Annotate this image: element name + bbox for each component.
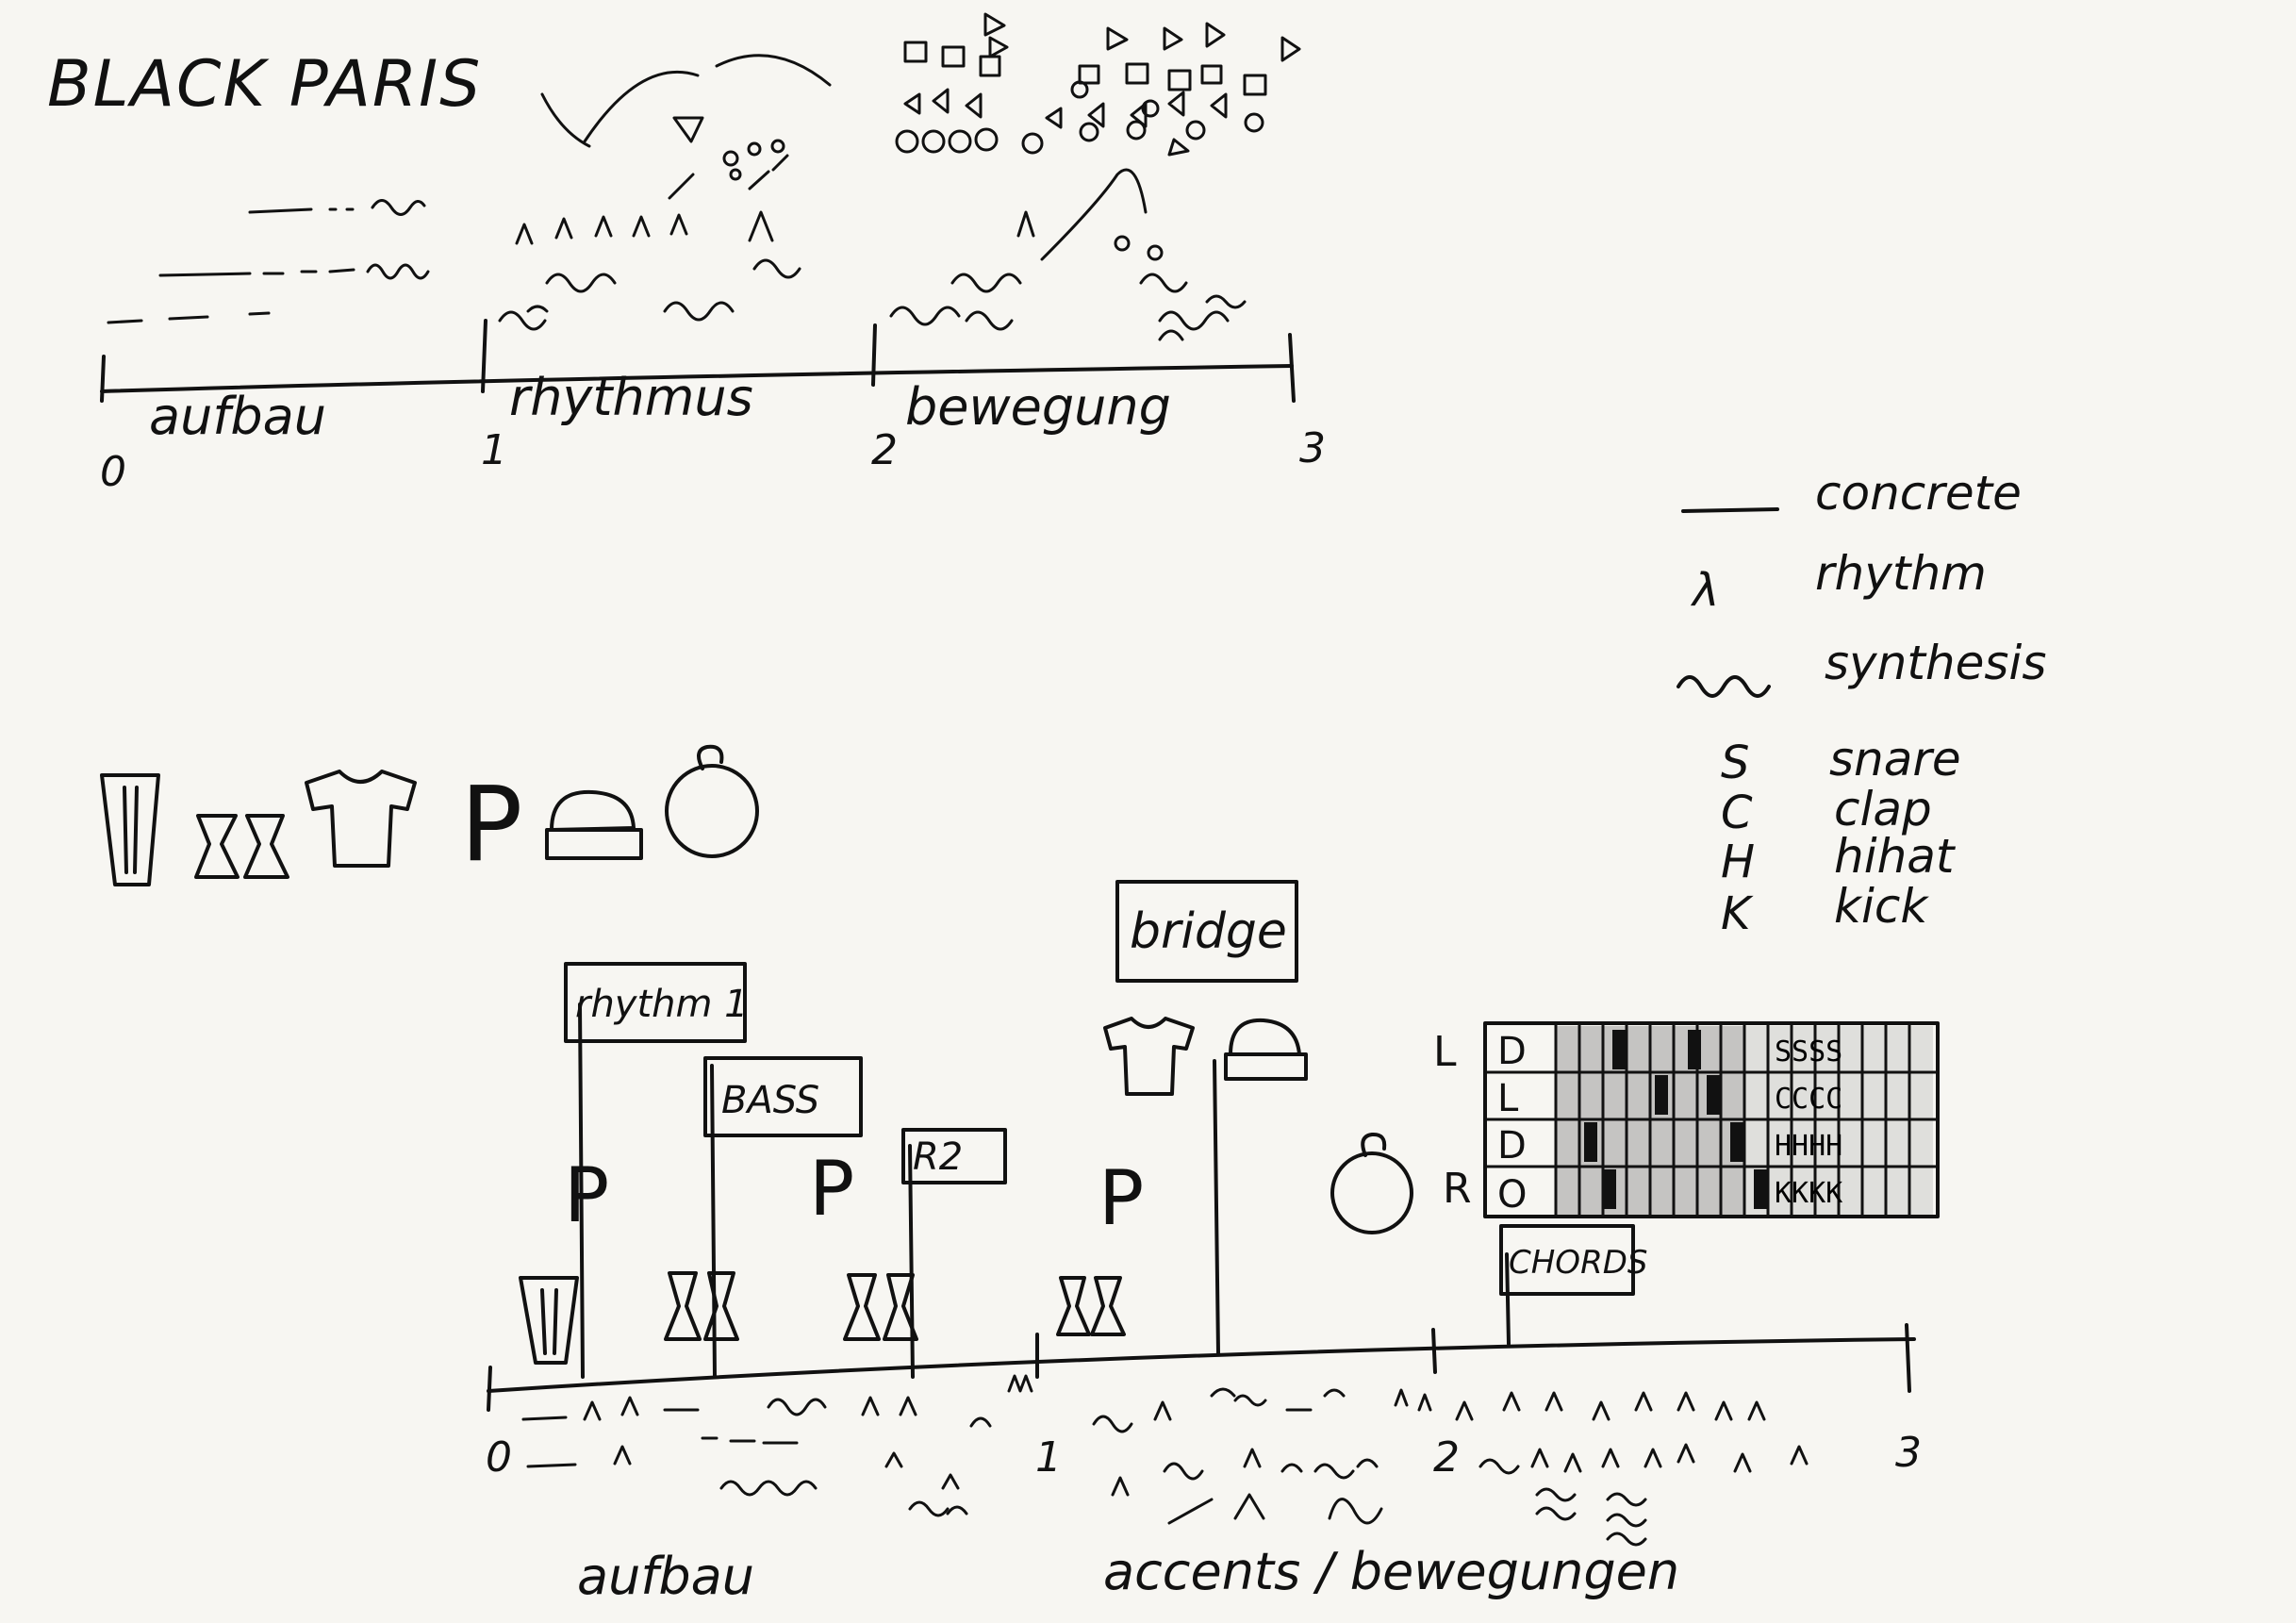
trousers-icon: [102, 775, 158, 885]
top-tick-0: [102, 356, 104, 401]
grid-row-key-2: L: [1497, 1077, 1519, 1120]
timeline-boots-icon-1: [666, 1273, 737, 1339]
flag-chords-label: CHORDS: [1509, 1244, 1647, 1282]
bottom-section-aufbau: aufbau: [577, 1547, 754, 1606]
timeline-bag-icon: [1332, 1134, 1412, 1233]
grid-left-label: L: [1433, 1028, 1457, 1076]
bag-icon: [667, 747, 757, 856]
legend-synthesis-symbol-squiggle: [1678, 677, 1769, 696]
timeline-cap-icon: [1226, 1020, 1306, 1079]
timeline-trousers-icon: [520, 1278, 577, 1363]
legend-synthesis-label: synthesis: [1825, 636, 2046, 690]
bottom-tick-label-3: 3: [1895, 1429, 1922, 1477]
grid-row-key-3: D: [1497, 1124, 1527, 1168]
page-title: BLACK PARIS: [47, 47, 482, 122]
flag-bridge-label: bridge: [1130, 903, 1287, 960]
top-timeline: 0 1 2 3 aufbau rhythmus bewegung: [100, 321, 1326, 496]
legend-hihat-label: hihat: [1834, 829, 1957, 884]
grid-row-hits-clap: CCCC: [1775, 1083, 1842, 1116]
legend-snare-symbol: S: [1721, 737, 1749, 789]
timeline-p-mark-2: P: [809, 1145, 854, 1233]
legend-kick-symbol: K: [1721, 887, 1754, 940]
legend-rhythm-symbol: λ: [1690, 564, 1719, 617]
grid-row-hits-kick: KKKK: [1775, 1177, 1842, 1210]
bottom-tick-label-0: 0: [486, 1433, 512, 1482]
flag-r2-label: R2: [913, 1135, 963, 1179]
legend-snare-label: snare: [1829, 732, 1961, 787]
top-tick-2: [873, 325, 875, 385]
legend-kick-label: kick: [1834, 879, 1929, 934]
top-tick-label-2: 2: [871, 426, 898, 474]
legend-hihat-symbol: H: [1721, 836, 1755, 888]
timeline-boots-icon-3: [1058, 1278, 1124, 1334]
legend-concrete-symbol-line: [1683, 509, 1777, 511]
grid-right-label: R: [1443, 1165, 1472, 1213]
top-tick-label-0: 0: [100, 448, 126, 496]
flag-bass-label: BASS: [721, 1079, 819, 1122]
bottom-tick-3: [1907, 1325, 1909, 1391]
flag-rhythm-1-label: rhythm 1: [575, 983, 749, 1026]
bottom-timeline: 0 1 2 3 aufbau accents / bewegungen: [486, 1325, 1922, 1606]
timeline-boots-icon-2: [845, 1275, 917, 1339]
legend-concrete-label: concrete: [1815, 466, 2022, 521]
legend-rhythm-label: rhythm: [1815, 546, 1987, 601]
bottom-tick-0: [488, 1367, 490, 1410]
bottom-tick-label-1: 1: [1035, 1433, 1062, 1482]
top-tick-label-1: 1: [481, 426, 507, 474]
bottom-tick-label-2: 2: [1433, 1433, 1460, 1482]
bottom-tick-mid-b: [1433, 1330, 1435, 1372]
grid-row-key-4: O: [1497, 1173, 1527, 1217]
top-section-aufbau: aufbau: [149, 387, 326, 446]
top-section-rhythmus: rhythmus: [509, 368, 753, 427]
p-symbol-icon: P: [460, 764, 522, 885]
top-tick-3: [1290, 335, 1294, 401]
grid-row-hits-snare: SSSS: [1775, 1035, 1842, 1068]
timeline-tshirt-icon: [1105, 1019, 1193, 1094]
bottom-section-accents: accents / bewegungen: [1103, 1542, 1679, 1601]
legend: concrete λ rhythm synthesis S snare C cl…: [1678, 466, 2046, 940]
top-section-bewegung: bewegung: [905, 377, 1171, 437]
icon-row: P: [102, 747, 757, 885]
cap-icon: [547, 792, 641, 858]
grid-row-key-1: D: [1497, 1030, 1527, 1073]
timeline-garments: P P P: [520, 1019, 1412, 1363]
drum-grid: L R D L D O SSSS CCCC HHHH KKKK: [1433, 1023, 1938, 1217]
grid-row-hits-hihat: HHHH: [1775, 1130, 1842, 1163]
timeline-p-mark-1: P: [564, 1151, 609, 1239]
bottom-axis-line: [488, 1339, 1914, 1391]
boots-icon: [196, 816, 288, 877]
legend-clap-symbol: C: [1721, 787, 1753, 839]
top-tick-label-3: 3: [1299, 424, 1326, 472]
tshirt-icon: [306, 771, 415, 866]
bottom-sketch-marks: [523, 1376, 1807, 1545]
timeline-p-mark-3: P: [1098, 1154, 1144, 1242]
